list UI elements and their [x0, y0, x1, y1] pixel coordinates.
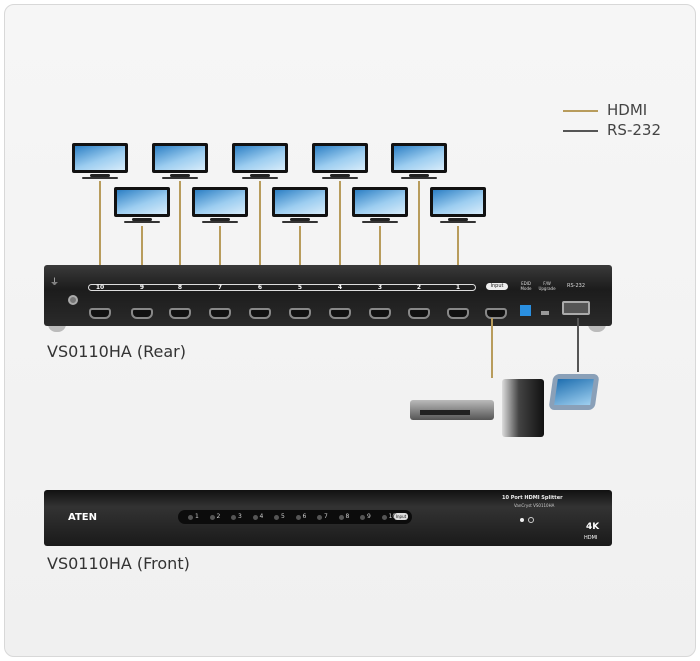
port-led-label: 2 — [216, 513, 221, 520]
diagram-card — [4, 4, 696, 657]
port-led-label: 1 — [195, 513, 199, 520]
rs232-cable — [577, 318, 579, 372]
monitor-icon — [430, 187, 486, 225]
port-led — [252, 515, 258, 520]
port-led-label: 8 — [345, 513, 350, 520]
hdmi-output-port — [289, 308, 311, 319]
output-port-number: 3 — [377, 284, 383, 291]
port-led — [295, 515, 301, 520]
monitor-icon — [114, 187, 170, 225]
monitor-icon — [152, 143, 208, 181]
rs232-label: RS-232 — [567, 283, 585, 289]
front-label: VS0110HA (Front) — [47, 554, 190, 573]
port-led — [274, 515, 279, 520]
power-led — [520, 518, 524, 522]
hdmi-output-port — [131, 308, 153, 319]
monitor-icon — [391, 143, 447, 181]
power-button[interactable] — [528, 517, 534, 523]
monitor-icon — [232, 143, 288, 181]
hdmi-output-cable — [219, 226, 221, 288]
hdmi-output-cable — [141, 226, 143, 288]
hdmi-output-cable — [379, 226, 381, 288]
port-led — [381, 515, 387, 520]
monitor-icon — [192, 187, 248, 225]
fw-upgrade-switch[interactable] — [541, 311, 549, 315]
output-port-number: 10 — [95, 284, 105, 291]
fw-upgrade-label: F/W Upgrade — [538, 281, 556, 291]
ground-icon: ⏚ — [50, 278, 60, 288]
hdmi-output-port — [408, 308, 430, 319]
port-led — [317, 515, 322, 520]
port-led-label: 9 — [367, 513, 371, 520]
port-led-label: 3 — [238, 513, 242, 520]
hdmi-output-cable — [99, 181, 101, 288]
product-title: 10 Port HDMI Splitter — [502, 495, 563, 501]
port-led-label: 4 — [259, 513, 264, 520]
product-model: VanCryst VS0110HA — [514, 503, 555, 508]
hdmi-output-cable — [259, 181, 261, 288]
output-label-bar — [88, 284, 476, 291]
legend-rs232-label: RS-232 — [607, 121, 661, 139]
touch-panel-icon — [548, 374, 600, 410]
edid-mode-label: EDID Mode — [520, 281, 532, 291]
hdmi-output-cable — [299, 226, 301, 288]
aten-logo: ATEN — [68, 512, 97, 523]
monitor-icon — [72, 143, 128, 181]
output-port-number: 7 — [217, 284, 223, 291]
hdmi-output-cable — [179, 181, 181, 288]
legend-hdmi-line — [563, 110, 598, 112]
hdmi-input-port — [485, 308, 507, 319]
port-led-label: 7 — [324, 513, 328, 520]
rear-panel: ⏚ Input EDID Mode F/W Upgrade RS-232 10 9… — [44, 265, 612, 326]
output-port-number: 1 — [455, 284, 461, 291]
edid-mode-dial[interactable] — [520, 305, 531, 316]
output-port-number: 6 — [257, 284, 263, 291]
hdmi-output-port — [369, 308, 391, 319]
hdmi-output-port — [209, 308, 231, 319]
monitor-icon — [272, 187, 328, 225]
hdmi-output-cable — [339, 181, 341, 288]
rear-foot-right — [588, 324, 606, 332]
4k-badge: 4K — [586, 522, 600, 532]
hdmi-output-port — [447, 308, 469, 319]
output-port-number: 4 — [337, 284, 343, 291]
port-led — [231, 515, 236, 520]
port-led — [209, 515, 215, 520]
output-port-number: 9 — [139, 284, 145, 291]
hdmi-badge: HDMI — [584, 535, 598, 541]
rear-foot-left — [48, 324, 66, 332]
port-led — [360, 515, 365, 520]
monitor-icon — [352, 187, 408, 225]
hdmi-output-port — [249, 308, 271, 319]
output-port-number: 2 — [416, 284, 422, 291]
set-top-box-icon — [410, 400, 494, 420]
port-led-label: 6 — [302, 513, 307, 520]
output-port-number: 5 — [297, 284, 303, 291]
port-led — [338, 515, 344, 520]
pc-tower-icon — [502, 379, 544, 437]
hdmi-output-port — [329, 308, 351, 319]
input-label: Input — [486, 283, 508, 290]
legend-hdmi-label: HDMI — [607, 101, 648, 119]
rear-label: VS0110HA (Rear) — [47, 342, 186, 361]
rs232-port — [562, 301, 590, 315]
input-led: Input — [394, 513, 408, 520]
monitor-icon — [312, 143, 368, 181]
hdmi-output-cable — [418, 181, 420, 288]
legend-rs232-line — [563, 130, 598, 132]
output-port-number: 8 — [177, 284, 183, 291]
hdmi-input-cable — [491, 318, 493, 378]
hdmi-output-port — [89, 308, 111, 319]
hdmi-output-port — [169, 308, 191, 319]
port-led — [188, 515, 193, 520]
power-jack — [68, 295, 78, 305]
port-led-label: 5 — [281, 513, 285, 520]
port-led-label: 10 — [388, 513, 397, 520]
hdmi-output-cable — [457, 226, 459, 288]
